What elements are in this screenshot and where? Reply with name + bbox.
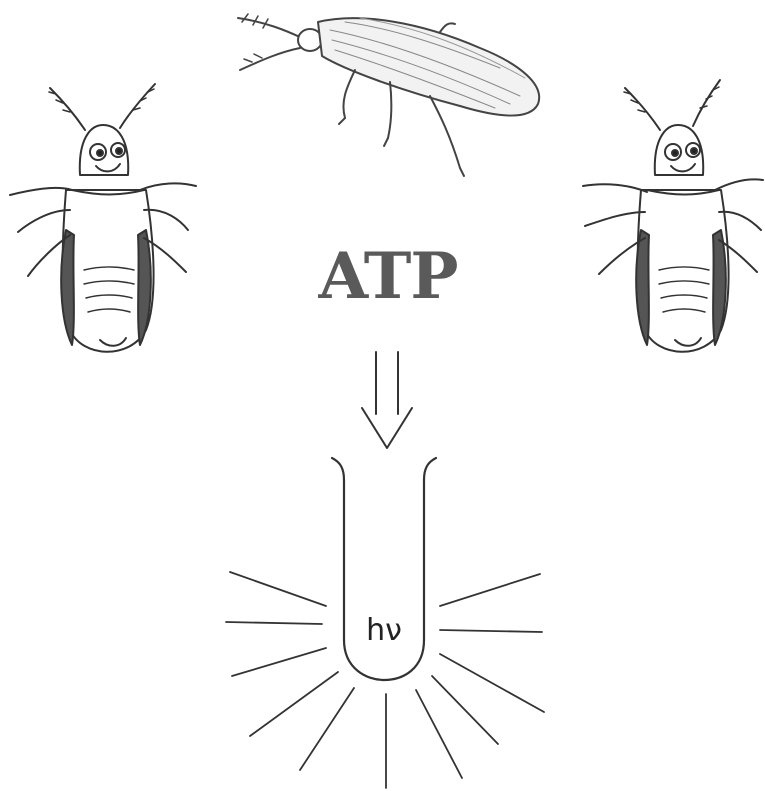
firefly-top-icon — [238, 14, 539, 176]
hv-label: hν — [366, 613, 402, 648]
firefly-left-icon — [10, 84, 196, 352]
atp-label: ATP — [318, 239, 458, 314]
double-down-arrow-icon — [362, 352, 412, 448]
firefly-right-icon — [583, 80, 763, 352]
